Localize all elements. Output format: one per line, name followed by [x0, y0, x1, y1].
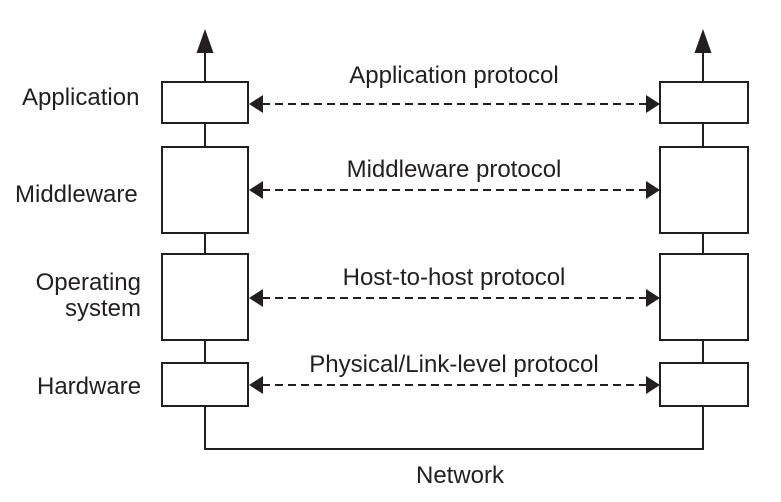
- middleware-protocol-right-arrowhead-icon: [646, 181, 660, 199]
- layer-label-operating-system-line2: system: [65, 295, 141, 322]
- right-up-arrow-icon: [694, 29, 712, 53]
- right-hardware-box: [659, 362, 749, 407]
- layer-label-operating-system-line1: Operating: [36, 269, 141, 296]
- right-host-stack: [659, 29, 749, 449]
- host-to-host-protocol-arrow: [249, 289, 660, 307]
- right-application-box: [659, 81, 749, 124]
- protocol-label-middleware: Middleware protocol: [347, 156, 562, 183]
- protocol-label-physical-link-level: Physical/Link-level protocol: [309, 351, 598, 378]
- physical-link-protocol-arrow: [249, 376, 660, 394]
- right-middleware-box: [659, 146, 749, 234]
- application-protocol-left-arrowhead-icon: [249, 95, 263, 113]
- left-hardware-box: [161, 362, 249, 407]
- middleware-protocol-arrow: [249, 181, 660, 199]
- physical-link-protocol-left-arrowhead-icon: [249, 376, 263, 394]
- left-host-stack: [161, 29, 249, 449]
- protocol-label-application: Application protocol: [349, 62, 558, 89]
- layer-label-application: Application: [22, 84, 139, 111]
- right-operating-system-box: [659, 253, 749, 341]
- layer-label-hardware: Hardware: [37, 373, 141, 400]
- host-to-host-protocol-right-arrowhead-icon: [646, 289, 660, 307]
- network-label: Network: [416, 462, 505, 489]
- layer-label-middleware: Middleware: [15, 181, 138, 208]
- physical-link-protocol-right-arrowhead-icon: [646, 376, 660, 394]
- middleware-protocol-left-arrowhead-icon: [249, 181, 263, 199]
- protocol-label-host-to-host: Host-to-host protocol: [343, 264, 566, 291]
- application-protocol-right-arrowhead-icon: [646, 95, 660, 113]
- left-application-box: [161, 81, 249, 124]
- left-middleware-box: [161, 146, 249, 234]
- host-to-host-protocol-left-arrowhead-icon: [249, 289, 263, 307]
- left-up-arrow-icon: [196, 29, 214, 53]
- left-operating-system-box: [161, 253, 249, 341]
- application-protocol-arrow: [249, 95, 660, 113]
